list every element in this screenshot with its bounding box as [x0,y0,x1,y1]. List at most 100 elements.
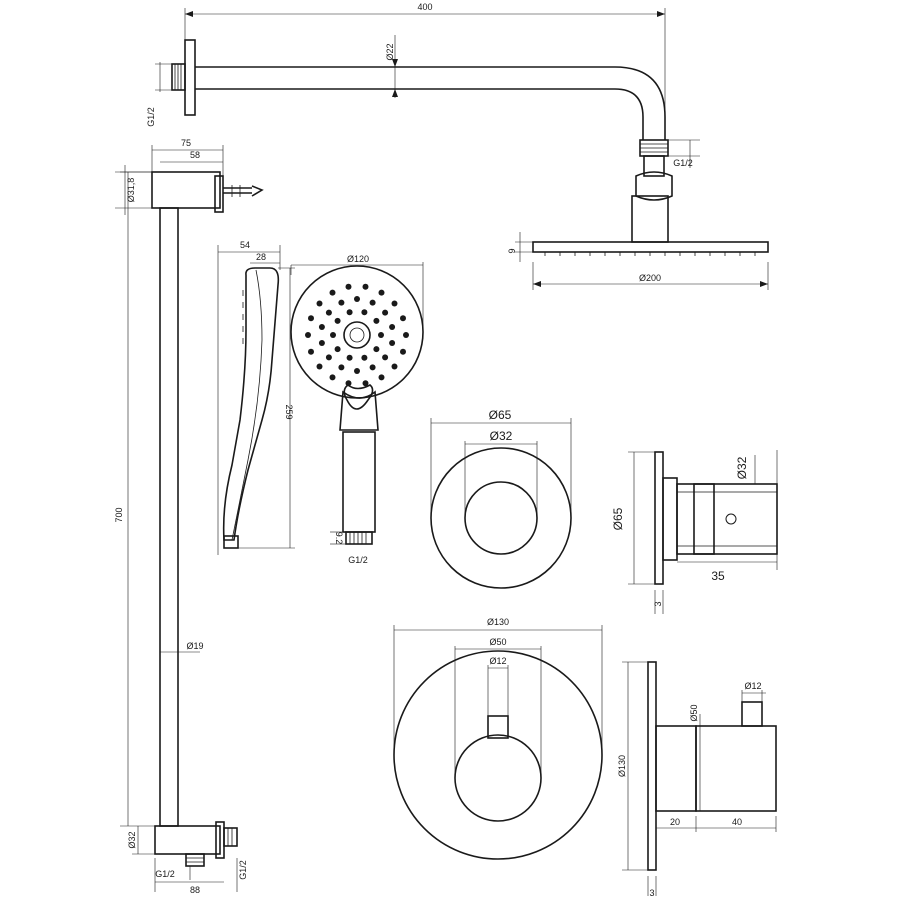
nozzle-dot [378,289,385,296]
nozzle-dot [391,363,398,370]
diverter-indicator-dot [725,513,737,525]
hand-shower-handle [342,431,376,533]
nozzle-dot [361,354,368,361]
mixer-body-len-label: 20 [670,817,680,827]
nozzle-dot [329,289,336,296]
slide-rail [159,207,179,827]
top-bracket-plate [214,175,224,213]
slide-rail-assembly: 75 58 Ø31,8 700 Ø19 Ø32 G1/2 88 G1/2 [114,138,264,895]
arm-length-label: 400 [417,2,432,12]
nozzle-dot [318,324,325,330]
hand-head-dia-label: Ø120 [347,254,369,264]
hand-shower-side [222,267,280,541]
hand-side-thread [223,535,239,549]
elbow-thread-right-label: G1/2 [238,860,248,880]
mixer-rosette-dia-label: Ø130 [617,755,627,777]
nozzle-dot [318,340,325,346]
big-rosette-handle [454,734,542,822]
big-rosette-lever [487,715,509,739]
nozzle-dot [361,309,368,316]
diverter-body [662,477,678,561]
nozzle-dot [389,324,396,330]
diverter-length-label: 35 [711,569,725,583]
nozzle-dot [354,296,360,302]
big-rosette-outer-label: Ø130 [487,617,509,627]
head-connector [631,195,669,243]
nozzle-dot [400,315,406,322]
nozzle-dot [373,317,380,324]
nozzle-dot [403,332,409,338]
elbow-dia-label: Ø32 [127,831,137,848]
diverter-rosette-dia-label: Ø65 [611,507,625,530]
small-rosette-outer [430,447,572,589]
hand-thread-len-label: 9.2 [334,532,344,545]
nozzle-dot [316,363,323,370]
nozzle-dot [389,340,396,346]
hand-shower-button [343,384,374,410]
mixer-lever [741,701,763,727]
nozzle-dot [378,374,385,381]
nozzle-dot [308,348,314,355]
diverter-knob-dia-label: Ø32 [735,456,749,479]
nozzle-dot [329,374,336,381]
head-thickness-label: 9 [507,248,517,253]
rail-dia-label: Ø19 [186,641,203,651]
mixer-body-dia-label: Ø50 [689,704,699,721]
swivel-nut [643,155,665,177]
elbow-thread-bottom [185,853,205,867]
mixer-body-front [655,725,697,812]
nozzle-dot [400,348,406,355]
nozzle-dot [338,299,345,306]
mixer-plate-label: 3 [649,888,654,898]
hook-inner-label: 58 [190,150,200,160]
wall-thread [171,63,186,91]
hand-shower-assembly: 54 28 Ø120 259 9.2 G1/2 [217,240,424,565]
top-bracket [151,171,221,209]
big-rosette-lever-label: Ø12 [489,656,506,666]
hand-depth-inner-label: 28 [256,252,266,262]
mixer-lever-len-label: 40 [732,817,742,827]
wall-flange [184,39,196,116]
nozzle-dot [346,309,353,316]
shower-head [532,241,769,253]
nozzle-dot [345,283,352,290]
hand-shower-head [290,265,424,399]
nozzle-dot [362,283,369,290]
big-rosette-outer [393,650,603,860]
mixer-side-view: Ø12 Ø50 Ø130 20 40 3 [617,661,777,898]
diverter-ring [693,483,715,555]
nozzle-dot [325,354,332,361]
center-jet-ring [343,321,371,349]
diverter-plate-label: 3 [653,601,663,606]
nozzle-dot [305,332,311,338]
rail-length-label: 700 [114,507,124,522]
nozzle-dot [369,364,376,371]
shower-arm-bottom [195,88,644,140]
nozzle-dot [316,300,323,307]
nozzle-dot [382,309,389,316]
diverter-rosette [654,451,664,585]
shower-arm-assembly: 400 Ø22 G1/2 G1/2 9 Ø200 [146,2,769,290]
nozzle-dot [382,354,389,361]
small-rosette-inner-label: Ø32 [490,429,513,443]
mixer-rosette-front: Ø130 Ø50 Ø12 [393,617,603,860]
nozzle-dot [308,315,314,322]
small-rosette: Ø65 Ø32 [430,408,572,589]
nozzle-dot [325,309,332,316]
nozzle-dot [345,380,352,387]
shower-arm-top [195,66,666,140]
elbow-thread-right [223,827,238,847]
hook-dia-label: Ø31,8 [126,178,136,203]
hand-shower-neck [339,390,379,431]
elbow-thread-bottom-label: G1/2 [155,869,175,879]
arm-dia-label: Ø22 [385,43,395,60]
nozzle-dot [338,364,345,371]
nozzle-pattern [305,283,409,387]
arm-thread-label: G1/2 [673,158,693,168]
bottom-elbow [154,825,221,855]
wall-thread-label: G1/2 [146,107,156,127]
hand-length-label: 259 [284,404,294,419]
nozzle-dot [334,317,341,324]
big-rosette-mid-label: Ø50 [489,637,506,647]
